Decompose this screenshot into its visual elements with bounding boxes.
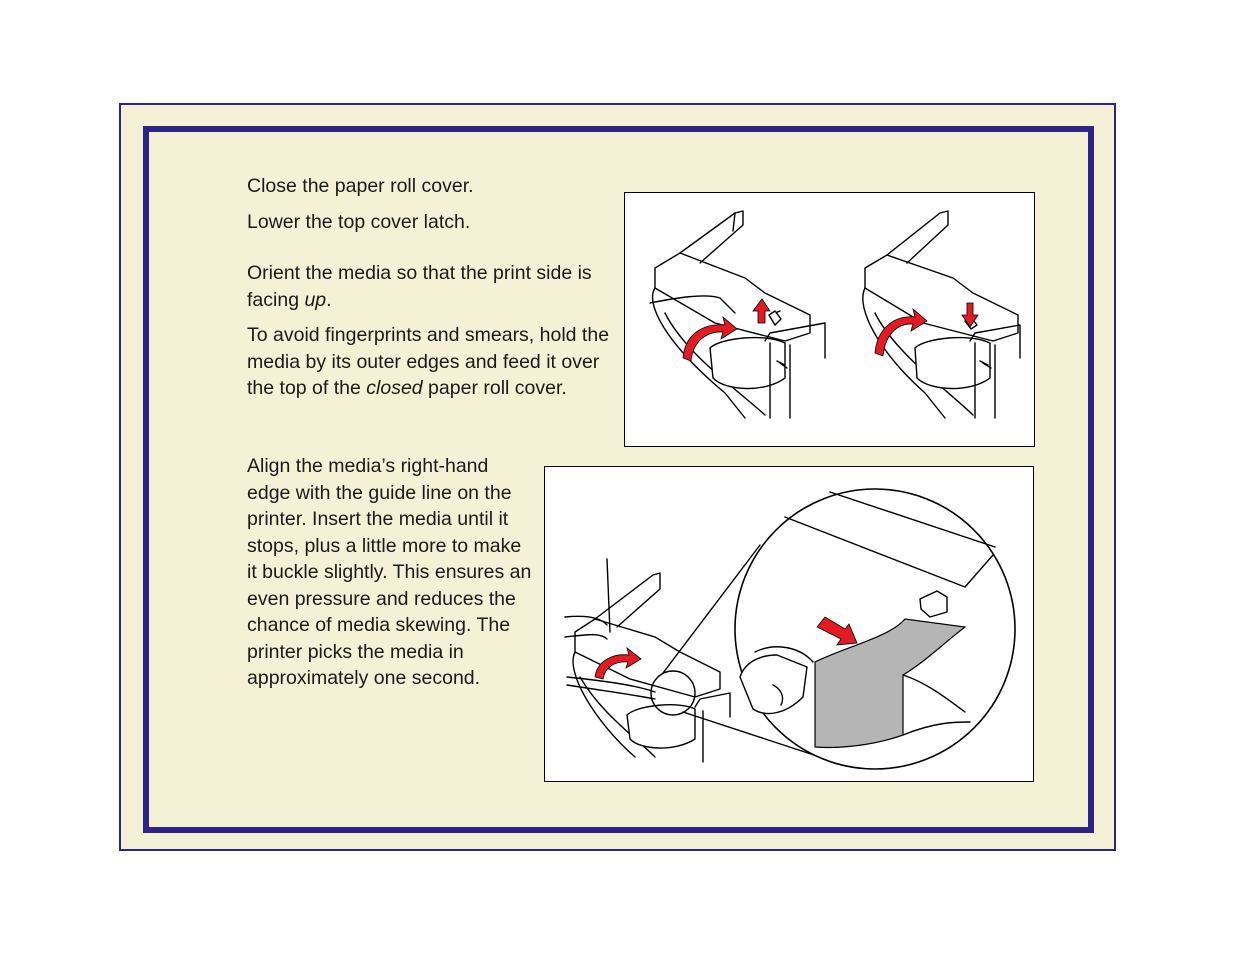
step-avoid-fingerprints: To avoid fingerprints and smears, hold t… — [247, 324, 610, 399]
step-orient-media: Orient the media so that the print side … — [247, 262, 592, 311]
step-close-cover: Close the paper roll cover. — [247, 175, 474, 197]
printer-insert-illustration — [564, 558, 731, 763]
inner-frame — [143, 126, 1094, 833]
printer-right-illustration — [862, 210, 1021, 419]
figure-printer-latch — [624, 192, 1035, 447]
figure-media-insert — [544, 466, 1034, 782]
step-align-media: Align the media’s right-hand edge with t… — [247, 455, 532, 689]
magnified-inset — [734, 488, 1016, 770]
printer-left-illustration — [649, 210, 826, 419]
step-lower-latch: Lower the top cover latch. — [247, 211, 471, 233]
